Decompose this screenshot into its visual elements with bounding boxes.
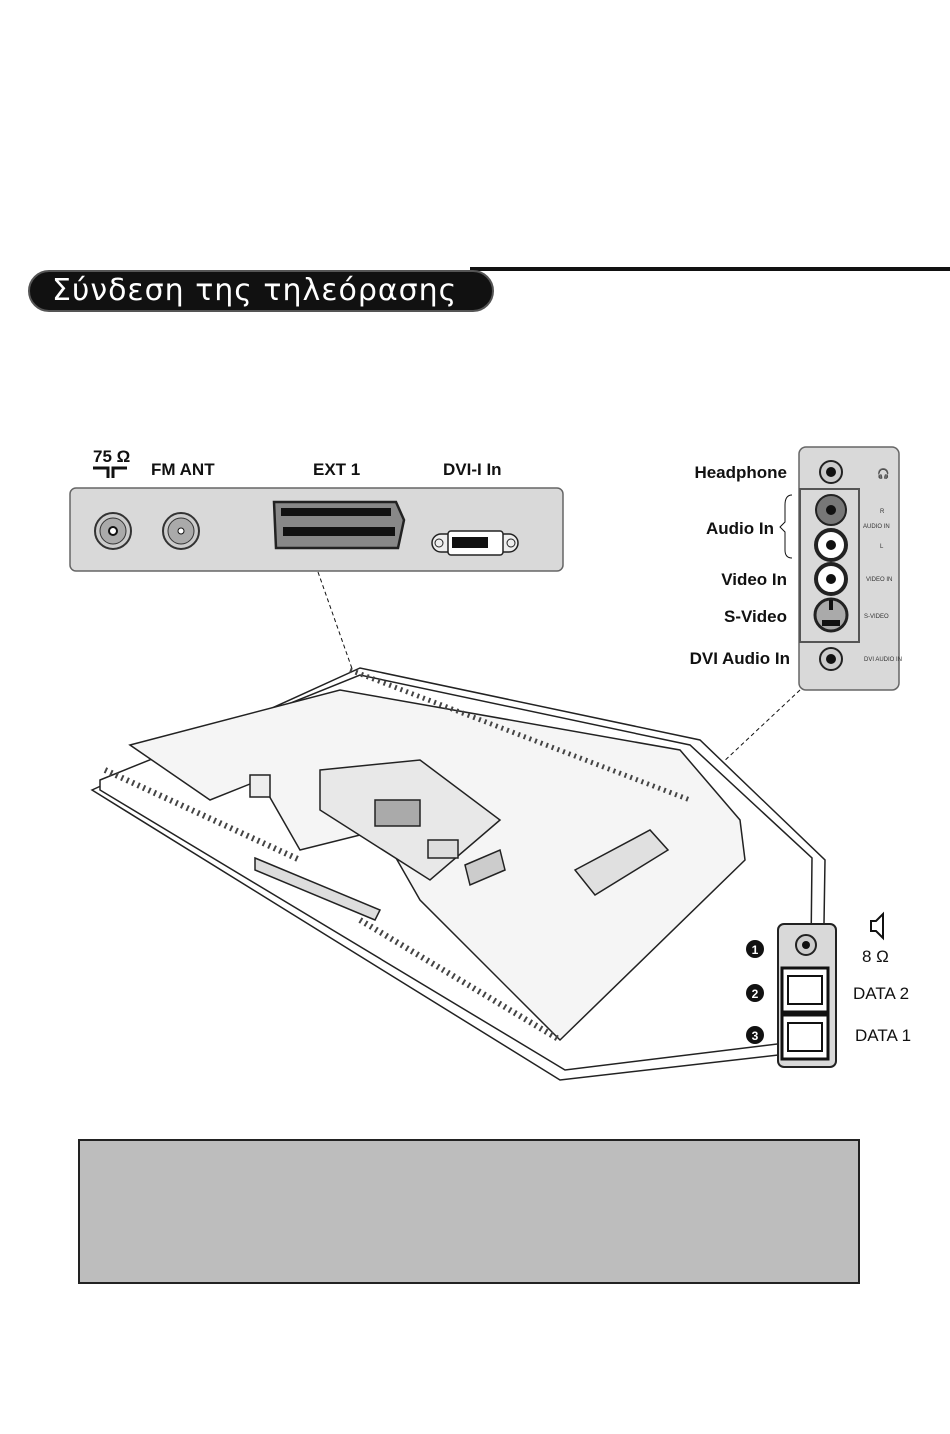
audio-in-bracket: [779, 494, 793, 559]
small-label-audio-in: AUDIO IN: [863, 524, 890, 530]
label-video-in: Video In: [721, 570, 787, 589]
audio-in-r-jack: [815, 494, 847, 526]
antenna-symbol-icon: [93, 466, 127, 478]
headphone-jack: [819, 460, 843, 484]
label-data1: DATA 1: [855, 1026, 911, 1045]
small-label-s-video: S-VIDEO: [864, 614, 889, 620]
tv-rear-illustration: [90, 667, 826, 1081]
small-label-dvi-audio-in: DVI AUDIO IN: [864, 657, 902, 663]
data1-port: [780, 1013, 830, 1061]
label-dvi-in: DVI-I In: [443, 460, 502, 479]
video-in-jack: [814, 562, 848, 596]
speaker-impedance: 8 Ω: [862, 947, 889, 966]
s-video-jack: [813, 597, 849, 633]
speaker-icon: [870, 911, 884, 941]
note-box: [78, 1139, 860, 1284]
label-headphone: Headphone: [694, 463, 787, 482]
headphone-icon: 🎧: [877, 467, 889, 480]
speaker-jack: [795, 934, 817, 956]
label-s-video: S-Video: [724, 607, 787, 626]
number-2: 2: [752, 987, 759, 1001]
label-audio-in: Audio In: [706, 519, 774, 538]
label-dvi-audio-in: DVI Audio In: [690, 649, 790, 668]
section-rule: [470, 267, 950, 271]
number-1: 1: [752, 943, 759, 957]
scart-ext1-socket: [272, 500, 406, 550]
antenna-75ohm-socket: [94, 512, 132, 550]
label-75-ohm: 75 Ω: [93, 447, 130, 466]
small-label-l: L: [880, 544, 884, 550]
bottom-connector-panel: 1 2 3 8 Ω DATA 2 DATA 1: [746, 911, 911, 1068]
data2-port: [780, 966, 830, 1014]
section-title: Σύνδεση της τηλεόρασης: [28, 270, 494, 312]
dvi-in-socket: [431, 530, 519, 556]
number-3: 3: [752, 1029, 759, 1043]
dvi-audio-in-jack: [819, 647, 843, 671]
fm-ant-socket: [162, 512, 200, 550]
rear-connector-panel: 75 Ω FM ANT EXT 1 DVI-I In: [69, 447, 564, 572]
small-label-video-in: VIDEO IN: [866, 577, 892, 583]
label-ext1: EXT 1: [313, 460, 360, 479]
small-label-r: R: [880, 509, 885, 515]
label-data2: DATA 2: [853, 984, 909, 1003]
side-connector-panel: 🎧 R AUDIO IN L VIDEO IN S-VIDEO DVI AUDI…: [690, 446, 902, 691]
audio-in-l-jack: [814, 528, 848, 562]
label-fm-ant: FM ANT: [151, 460, 215, 479]
